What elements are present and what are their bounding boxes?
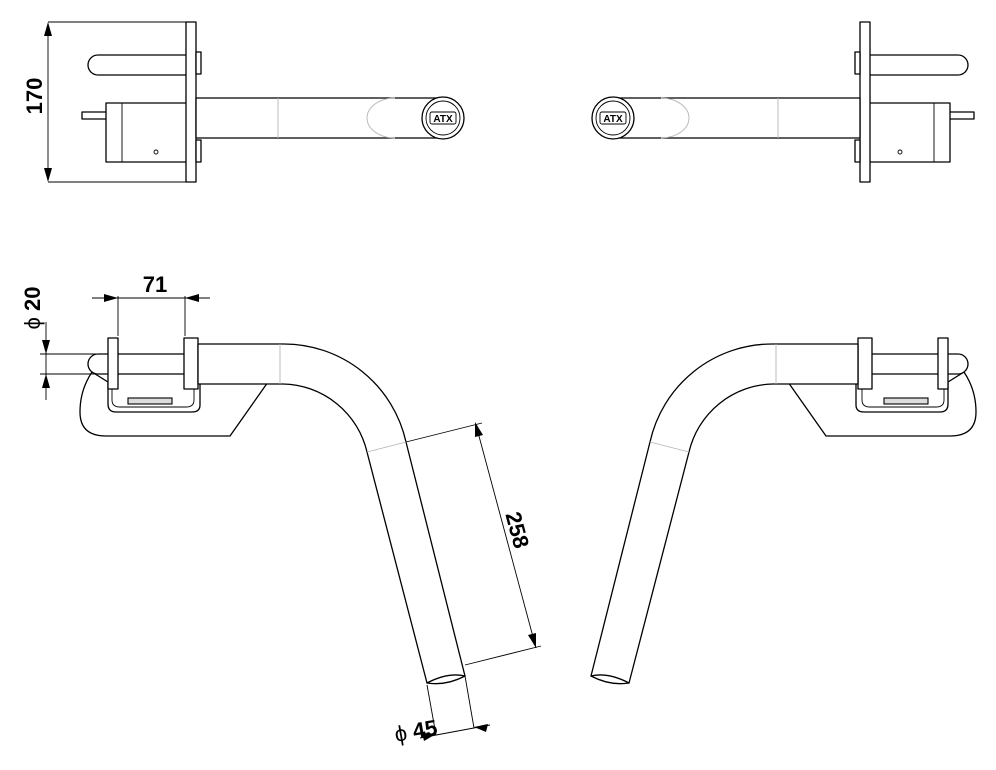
dimension-diameter-20: ϕ 20 — [20, 287, 96, 400]
dimension-label-71: 71 — [143, 272, 167, 297]
svg-text:ATX: ATX — [433, 114, 453, 125]
dimension-label-258: 258 — [500, 509, 534, 551]
top-view-right — [591, 21, 975, 183]
svg-text:ϕ 20: ϕ 20 — [20, 287, 45, 330]
diameter-symbol-45: ϕ — [393, 720, 409, 747]
dimension-diameter-45: ϕ 45 — [393, 675, 491, 747]
atx-logo-left: ATX — [429, 111, 457, 125]
dimension-label-20: 20 — [20, 287, 45, 311]
dimension-71: 71 — [92, 272, 210, 336]
svg-text:ϕ 45: ϕ 45 — [393, 715, 440, 747]
atx-logo-right: ATX — [603, 114, 623, 125]
side-view-right — [590, 337, 977, 685]
top-view-left: ATX — [81, 21, 465, 183]
dimension-170: 170 — [22, 21, 186, 183]
dimension-label-45: 45 — [411, 715, 439, 744]
diameter-symbol: ϕ — [20, 317, 45, 329]
dimension-label-170: 170 — [22, 78, 47, 115]
side-view-left — [79, 337, 466, 685]
